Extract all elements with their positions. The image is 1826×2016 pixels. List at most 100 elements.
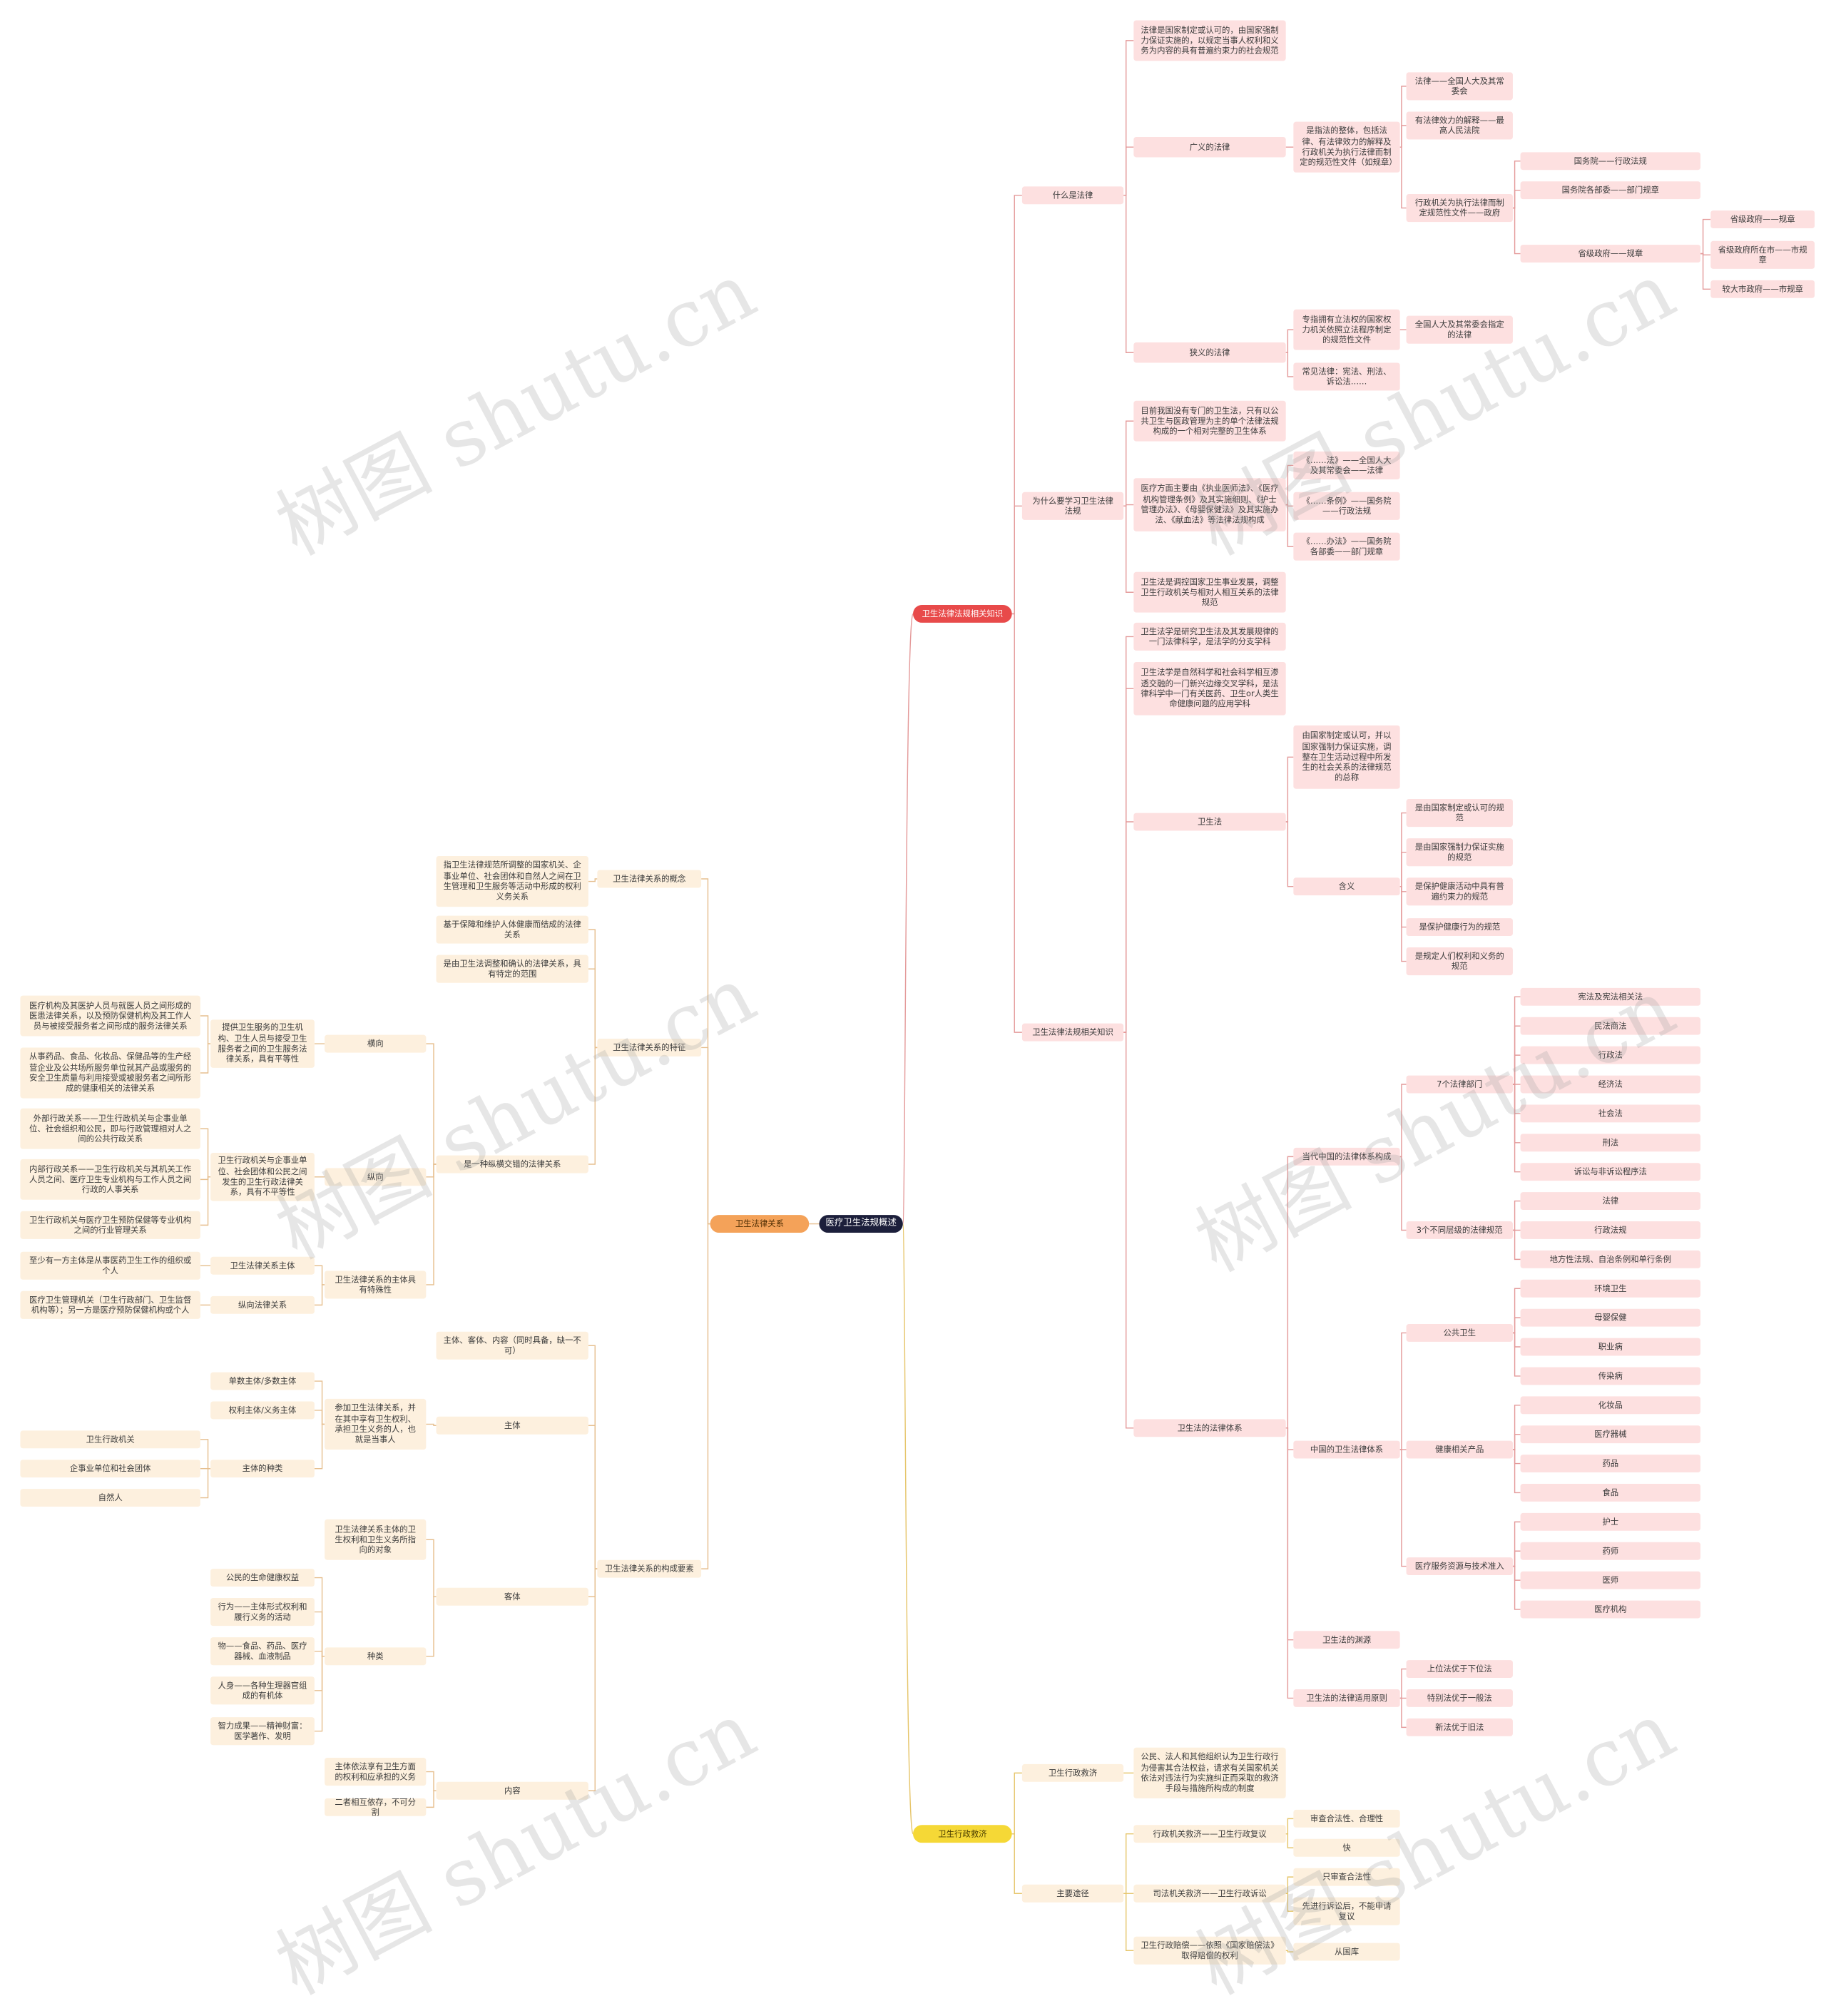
- node-b2-s_subject_desc[interactable]: 至少有一方主体是从事医药卫生工作的组织或个人: [20, 1251, 200, 1280]
- node-b1-ministries[interactable]: 国务院各部委——部门规章: [1520, 181, 1701, 200]
- node-b2-object_desc[interactable]: 卫生法律关系主体的卫生权利和卫生义务所指向的对象: [325, 1519, 427, 1560]
- node-b1-seven-3[interactable]: 经济法: [1520, 1075, 1701, 1094]
- node-b1-large_city[interactable]: 较大市政府——市规章: [1710, 280, 1815, 298]
- node-b2-single[interactable]: 单数主体/多数主体: [210, 1372, 315, 1390]
- node-b2-v3[interactable]: 卫生行政机关与医疗卫生预防保健等专业机构之间的行业管理关系: [20, 1211, 200, 1239]
- node-b1-health_law[interactable]: 卫生法: [1133, 813, 1286, 831]
- node-b1-health_law_related[interactable]: 卫生法律法规相关知识: [1021, 1023, 1124, 1042]
- node-b3-r1a[interactable]: 审查合法性、合理性: [1293, 1809, 1400, 1828]
- node-b1-prov_gov[interactable]: 省级政府——规章: [1710, 210, 1815, 229]
- node-b1-products[interactable]: 健康相关产品: [1406, 1440, 1513, 1459]
- node-b3-r1[interactable]: 行政机关救济——卫生行政复议: [1133, 1825, 1286, 1843]
- node-b1-three-1[interactable]: 行政法规: [1520, 1221, 1701, 1239]
- node-b1-ph-1[interactable]: 母婴保健: [1520, 1308, 1701, 1327]
- node-b2-f2[interactable]: 是由卫生法调整和确认的法律关系，具有特定的范围: [436, 954, 588, 983]
- node-b1-rs-2[interactable]: 医师: [1520, 1571, 1701, 1589]
- node-b2-k3[interactable]: 物——食品、药品、医疗器械、血液制品: [210, 1637, 315, 1666]
- node-b2-subject_desc[interactable]: 参加卫生法律关系，并在其中享有卫生权利、承担卫生义务的人，也就是当事人: [325, 1398, 427, 1450]
- node-b1-seven_depts[interactable]: 7个法律部门: [1406, 1075, 1513, 1094]
- node-b1-rs-1[interactable]: 药师: [1520, 1542, 1701, 1560]
- node-b1-pr-3[interactable]: 食品: [1520, 1484, 1701, 1502]
- node-b1-admin_docs[interactable]: 行政机关为执行法律而制定规范性文件——政府: [1406, 194, 1513, 223]
- node-b1-why_2c[interactable]: 《……办法》——国务院各部委——部门规章: [1293, 532, 1400, 561]
- node-b1-why_2a[interactable]: 《……法》——全国人大及其常委会——法律: [1293, 451, 1400, 480]
- node-b1-rs-3[interactable]: 医疗机构: [1520, 1600, 1701, 1619]
- node-b1-meaning[interactable]: 含义: [1293, 877, 1400, 896]
- node-b3-r2[interactable]: 司法机关救济——卫生行政诉讼: [1133, 1884, 1286, 1903]
- node-b2-v2[interactable]: 内部行政关系——卫生行政机关与其机关工作人员之间、医疗卫生专业机构与工作人员之间…: [20, 1159, 200, 1200]
- node-b2-h1[interactable]: 医疗机构及其医护人员与就医人员之间形成的医患法律关系，以及预防保健机构及其工作人…: [20, 995, 200, 1037]
- node-b3-routes[interactable]: 主要途径: [1021, 1884, 1124, 1903]
- node-b1-china_health[interactable]: 中国的卫生法律体系: [1293, 1440, 1400, 1459]
- node-b3-r3[interactable]: 卫生行政赔偿——依照《国家赔偿法》取得赔偿的权利: [1133, 1936, 1286, 1965]
- node-b2-t1[interactable]: 卫生行政机关: [20, 1430, 200, 1449]
- node-b1-broad_law[interactable]: 广义的法律: [1133, 137, 1286, 158]
- node-b1-why_study[interactable]: 为什么要学习卫生法律法规: [1021, 492, 1124, 520]
- node-b1-pr-0[interactable]: 化妆品: [1520, 1396, 1701, 1415]
- node-b2-content[interactable]: 内容: [436, 1781, 588, 1800]
- node-b1-state_council[interactable]: 国务院——行政法规: [1520, 152, 1701, 170]
- node-b1-pp-2[interactable]: 新法优于旧法: [1406, 1718, 1513, 1736]
- node-b1-three-2[interactable]: 地方性法规、自治条例和单行条例: [1520, 1250, 1701, 1268]
- node-b1-sources[interactable]: 卫生法的渊源: [1293, 1631, 1400, 1649]
- node-b2-s_vertical[interactable]: 纵向法律关系: [210, 1295, 315, 1314]
- node-b3-r2a[interactable]: 只审查合法性: [1293, 1868, 1400, 1886]
- node-b2-t2[interactable]: 企事业单位和社会团体: [20, 1460, 200, 1478]
- node-b2-types[interactable]: 主体的种类: [210, 1460, 315, 1478]
- node-b2-object[interactable]: 客体: [436, 1587, 588, 1606]
- node-b3-r1b[interactable]: 快: [1293, 1838, 1400, 1857]
- node-b1-why_3[interactable]: 卫生法是调控国家卫生事业发展，调整卫生行政机关与相对人相互关系的法律规范: [1133, 571, 1286, 613]
- node-b1-ph-2[interactable]: 职业病: [1520, 1338, 1701, 1356]
- node-b2-vertical[interactable]: 纵向: [325, 1168, 427, 1186]
- node-b1-why_1[interactable]: 目前我国没有专门的卫生法，只有以公共卫生与医政管理为主的单个法律法规构成的一个相…: [1133, 400, 1286, 442]
- node-b1-law_def[interactable]: 法律是国家制定或认可的，由国家强制力保证实施的，以规定当事人权利和义务为内容的具…: [1133, 20, 1286, 61]
- node-b1-m3[interactable]: 是保护健康活动中具有普遍约束力的规范: [1406, 877, 1513, 906]
- node-b2-subject[interactable]: 主体: [436, 1416, 588, 1435]
- node-branches-b3-label[interactable]: 卫生行政救济: [913, 1825, 1012, 1843]
- node-b2-c2[interactable]: 二者相互依存，不可分割: [325, 1797, 427, 1818]
- node-b2-kinds[interactable]: 种类: [325, 1647, 427, 1666]
- node-b2-concept_desc[interactable]: 指卫生法律规范所调整的国家机关、企事业单位、社会团体和自然人之间在卫生管理和卫生…: [436, 856, 588, 907]
- node-b1-rs-0[interactable]: 护士: [1520, 1512, 1701, 1531]
- node-b2-features[interactable]: 卫生法律关系的特征: [597, 1039, 702, 1057]
- node-b1-seven-5[interactable]: 刑法: [1520, 1134, 1701, 1152]
- node-root-label[interactable]: 医疗卫生法规概述: [819, 1215, 903, 1233]
- node-b3-relief[interactable]: 卫生行政救济: [1021, 1763, 1124, 1782]
- node-b2-k1[interactable]: 公民的生命健康权益: [210, 1569, 315, 1587]
- node-b2-h2[interactable]: 从事药品、食品、化妆品、保健品等的生产经营企业及公共场所服务单位就其产品或服务的…: [20, 1047, 200, 1099]
- node-b1-m1[interactable]: 是由国家制定或认可的规范: [1406, 799, 1513, 828]
- node-b1-broad_desc[interactable]: 是指法的整体，包括法律、有法律效力的解释及行政机关为执行法律而制定的规范性文件（…: [1293, 121, 1400, 173]
- node-b1-why_2[interactable]: 医疗方面主要由《执业医师法》、《医疗机构管理条例》及其实施细则、《护士管理办法》…: [1133, 478, 1286, 531]
- node-b1-science_2[interactable]: 卫生法学是自然科学和社会科学相互渗透交融的一门新兴边缘交叉学科，是法律科学中一门…: [1133, 662, 1286, 716]
- node-b3-r2b[interactable]: 先进行诉讼后，不能申请复议: [1293, 1897, 1400, 1925]
- node-b1-pr-1[interactable]: 医疗器械: [1520, 1425, 1701, 1444]
- node-b1-seven-2[interactable]: 行政法: [1520, 1046, 1701, 1064]
- node-b2-k2[interactable]: 行为——主体形式权利和履行义务的活动: [210, 1598, 315, 1626]
- node-b2-k5[interactable]: 智力成果——精神财富：医学著作、发明: [210, 1717, 315, 1746]
- node-b2-concept[interactable]: 卫生法律关系的概念: [597, 870, 702, 888]
- node-b1-narrow_law[interactable]: 狭义的法律: [1133, 342, 1286, 363]
- node-b1-health_law_def[interactable]: 由国家制定或认可，并以国家强制力保证实施，调整在卫生活动过程中所发生的社会关系的…: [1293, 725, 1400, 789]
- node-b2-h_desc[interactable]: 提供卫生服务的卫生机构、卫生人员与接受卫生服务者之间的卫生服务法律关系，具有平等…: [210, 1019, 315, 1068]
- node-b1-law_npc[interactable]: 法律——全国人大及其常委会: [1406, 72, 1513, 101]
- node-b1-pr-2[interactable]: 药品: [1520, 1455, 1701, 1473]
- node-b2-subject_special[interactable]: 卫生法律关系的主体具有特殊性: [325, 1271, 427, 1299]
- node-b2-k4[interactable]: 人身——各种生理器官组成的有机体: [210, 1676, 315, 1705]
- node-b1-prov_city[interactable]: 省级政府所在市——市规章: [1710, 240, 1815, 269]
- node-b1-m4[interactable]: 是保护健康行为的规范: [1406, 918, 1513, 937]
- node-b2-f1[interactable]: 基于保障和维护人体健康而结成的法律关系: [436, 915, 588, 944]
- node-b1-pp-0[interactable]: 上位法优于下位法: [1406, 1660, 1513, 1679]
- node-b1-narrow_desc[interactable]: 专指拥有立法权的国家权力机关依照立法程序制定的规范性文件: [1293, 309, 1400, 350]
- node-branches-b2-label[interactable]: 卫生法律关系: [710, 1215, 810, 1233]
- node-b1-common_law[interactable]: 常见法律：宪法、刑法、诉讼法……: [1293, 362, 1400, 391]
- node-b1-ph-3[interactable]: 传染病: [1520, 1367, 1701, 1385]
- node-b2-v1[interactable]: 外部行政关系——卫生行政机关与企事业单位、社会组织和公民，即与行政管理相对人之间…: [20, 1108, 200, 1149]
- node-b1-what_is_law[interactable]: 什么是法律: [1021, 186, 1124, 205]
- node-b2-v_desc[interactable]: 卫生行政机关与企事业单位、社会团体和公民之间发生的卫生行政法律关系，具有不平等性: [210, 1153, 315, 1201]
- node-b1-resources[interactable]: 医疗服务资源与技术准入: [1406, 1557, 1513, 1576]
- node-b2-t3[interactable]: 自然人: [20, 1489, 200, 1507]
- node-b1-interp[interactable]: 有法律效力的解释——最高人民法院: [1406, 111, 1513, 140]
- node-b1-public_health[interactable]: 公共卫生: [1406, 1324, 1513, 1342]
- node-b1-three-0[interactable]: 法律: [1520, 1192, 1701, 1211]
- node-b1-contemporary[interactable]: 当代中国的法律体系构成: [1293, 1147, 1400, 1166]
